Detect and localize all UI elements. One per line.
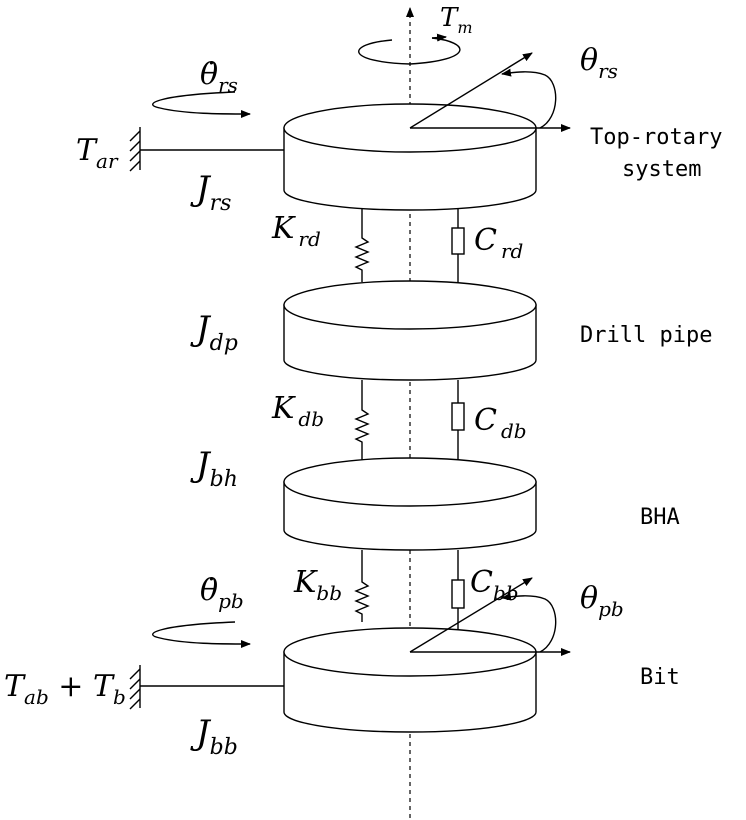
theta-pb-angle-arc <box>501 592 557 653</box>
symbol-j-dp: Jdp <box>190 309 238 356</box>
label-system: system <box>622 157 701 182</box>
spring-kdb <box>354 380 370 460</box>
label-bit: Bit <box>640 665 680 690</box>
spring-krd <box>354 208 370 282</box>
disk-drill-pipe <box>283 280 537 381</box>
spring-kbb <box>354 550 370 622</box>
disk-bha <box>283 457 537 551</box>
theta-rs-rotated-axis <box>409 52 533 129</box>
theta-pb-rotated-axis <box>409 577 533 653</box>
ground-tar <box>129 127 284 172</box>
symbol-j-rs: Jrs <box>190 169 231 216</box>
symbol-t-ab-plus-t-b: Tab + Tb <box>4 669 126 709</box>
damper-cdb <box>451 380 465 460</box>
symbol-theta-pb: θpb <box>580 581 624 621</box>
symbol-j-bh: Jbh <box>190 445 238 492</box>
symbol-c-bb: Cbb <box>470 565 519 605</box>
symbol-theta-rs: θrs <box>580 43 618 83</box>
theta-dot-pb-arrow <box>152 621 251 648</box>
theta-dot-rs-arrow <box>152 91 251 118</box>
label-top-rotary: Top-rotary <box>590 125 722 150</box>
damper-crd <box>451 208 465 283</box>
tm-rotation-arrow <box>358 37 461 65</box>
symbol-theta-dot-pb: θ̇pb <box>200 573 244 613</box>
label-bha: BHA <box>640 505 680 530</box>
symbol-t-m: Tm <box>440 3 473 37</box>
disk-bit <box>283 627 537 733</box>
symbol-k-bb: Kbb <box>293 565 342 605</box>
label-drill-pipe: Drill pipe <box>580 323 712 348</box>
symbol-j-bb: Jbb <box>190 713 238 760</box>
symbol-theta-dot-rs: θ̇rs <box>200 57 238 97</box>
ground-tab <box>129 665 284 710</box>
theta-rs-angle-arc <box>501 68 557 129</box>
damper-cbb <box>451 550 465 630</box>
symbol-t-ar: Tar <box>76 133 119 173</box>
disk-top-rotary <box>283 103 537 211</box>
tm-rotation-head <box>431 33 447 42</box>
